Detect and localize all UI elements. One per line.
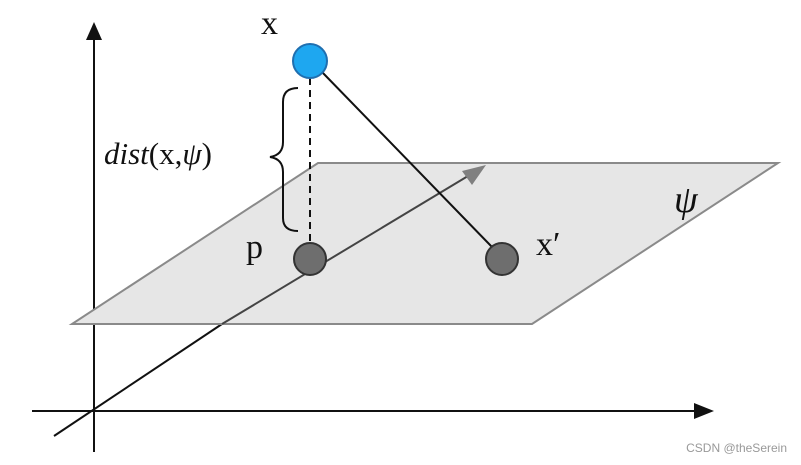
distance-brace bbox=[269, 87, 299, 232]
label-distance-comma: , bbox=[175, 136, 183, 171]
label-distance-arg1: x bbox=[159, 136, 175, 171]
label-p: p bbox=[246, 229, 263, 266]
point-x-prime bbox=[485, 242, 519, 276]
plane-psi bbox=[68, 162, 782, 325]
label-distance-close: ) bbox=[202, 136, 212, 171]
depth-axis-on-plane bbox=[221, 175, 469, 325]
label-psi: ψ bbox=[674, 179, 699, 221]
depth-axis-front bbox=[53, 323, 223, 437]
label-distance-open: ( bbox=[149, 136, 159, 171]
label-distance: dist(x,ψ) bbox=[104, 136, 212, 171]
horizontal-axis-arrowhead bbox=[694, 403, 714, 419]
label-distance-func: dist bbox=[104, 136, 150, 171]
watermark: CSDN @theSerein bbox=[686, 441, 787, 455]
depth-axis-arrowhead bbox=[462, 165, 486, 185]
point-x bbox=[292, 43, 328, 79]
label-distance-arg2: ψ bbox=[182, 136, 202, 171]
label-x-prime: x′ bbox=[536, 226, 560, 263]
vertical-axis-arrowhead bbox=[86, 22, 102, 40]
label-x: x bbox=[261, 5, 278, 42]
point-p bbox=[293, 242, 327, 276]
line-x-to-x-prime bbox=[321, 71, 493, 248]
